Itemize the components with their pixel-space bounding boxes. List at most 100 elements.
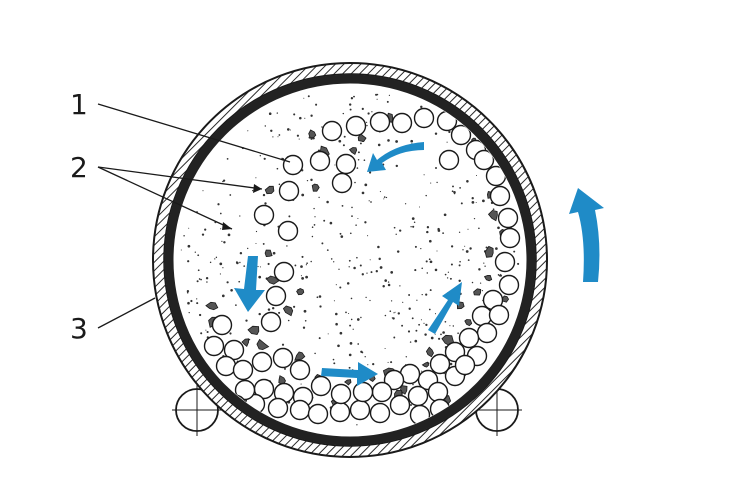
grinding-ball xyxy=(309,150,331,172)
powder-dot xyxy=(226,158,229,160)
powder-dot xyxy=(310,260,312,263)
powder-dot xyxy=(383,196,386,198)
grinding-ball xyxy=(253,204,275,226)
powder-dot xyxy=(348,312,350,315)
powder-dot xyxy=(221,294,225,298)
powder-dot xyxy=(349,232,352,235)
grinding-ball xyxy=(289,399,311,421)
powder-dot xyxy=(436,181,438,184)
powder-dot xyxy=(252,190,254,192)
powder-dot xyxy=(351,206,353,209)
powder-dot xyxy=(258,275,262,279)
powder-dot xyxy=(361,351,364,354)
powder-dot xyxy=(200,278,202,281)
powder-dot xyxy=(239,261,241,264)
powder-dot xyxy=(462,249,464,251)
powder-dot xyxy=(259,155,261,157)
powder-dot xyxy=(339,286,342,289)
ore-grain xyxy=(484,245,494,258)
grinding-ball xyxy=(498,274,520,296)
powder-dot xyxy=(348,353,352,357)
powder-dot xyxy=(446,141,448,143)
powder-dot xyxy=(300,383,302,385)
powder-dot xyxy=(255,177,257,179)
powder-dot xyxy=(359,264,362,267)
powder-dot xyxy=(200,332,203,335)
powder-dot xyxy=(411,317,414,320)
grinding-ball xyxy=(429,353,451,375)
powder-dot xyxy=(343,135,346,138)
rotation-direction-arrow-icon xyxy=(569,188,604,282)
powder-dot xyxy=(247,130,249,132)
powder-dot xyxy=(366,124,368,127)
powder-dot xyxy=(444,273,447,276)
up-arrow-icon xyxy=(428,282,462,334)
powder-dot xyxy=(350,297,353,300)
grinding-ball xyxy=(329,401,351,423)
powder-dot xyxy=(423,322,425,324)
powder-dot xyxy=(350,318,353,321)
grinding-ball xyxy=(407,385,429,407)
grinding-ball xyxy=(497,207,519,229)
grinding-ball xyxy=(278,180,300,202)
powder-dot xyxy=(469,247,472,250)
powder-dot xyxy=(299,116,302,120)
powder-dot xyxy=(205,329,207,331)
powder-dot xyxy=(410,226,412,228)
powder-dot xyxy=(303,97,305,99)
powder-dot xyxy=(247,247,249,250)
grinding-ball xyxy=(473,149,495,171)
powder-dot xyxy=(300,275,302,277)
powder-dot xyxy=(296,134,300,137)
powder-dot xyxy=(411,217,415,220)
powder-dot xyxy=(190,299,193,303)
powder-dot xyxy=(372,362,375,366)
powder-dot xyxy=(348,259,351,262)
powder-dot xyxy=(379,191,381,193)
powder-dot xyxy=(350,97,354,100)
powder-dot xyxy=(348,266,350,268)
powder-dot xyxy=(201,233,205,236)
ore-grain xyxy=(296,288,305,296)
powder-dot xyxy=(329,221,333,225)
powder-dot xyxy=(459,187,461,189)
powder-dot xyxy=(457,332,459,335)
powder-dot xyxy=(333,261,335,263)
powder-dot xyxy=(389,310,392,313)
grinding-ball xyxy=(330,383,352,405)
powder-dot xyxy=(198,278,201,280)
powder-dot xyxy=(229,332,232,335)
powder-dot xyxy=(410,404,412,406)
powder-dot xyxy=(484,265,486,267)
powder-dot xyxy=(395,164,399,168)
powder-dot xyxy=(386,100,389,103)
ore-grain xyxy=(311,183,320,192)
grinding-ball xyxy=(331,172,353,194)
powder-dot xyxy=(370,201,372,203)
powder-dot xyxy=(384,347,386,350)
powder-dot xyxy=(428,308,431,311)
powder-dot xyxy=(349,103,352,106)
powder-dot xyxy=(215,256,218,259)
powder-dot xyxy=(330,258,333,260)
grinding-ball xyxy=(277,220,299,242)
powder-dot xyxy=(310,137,313,140)
powder-dot xyxy=(305,264,308,266)
ore-grain xyxy=(241,338,250,348)
powder-dot xyxy=(219,273,221,275)
powder-dot xyxy=(412,383,414,386)
powder-dot xyxy=(245,319,248,322)
powder-dot xyxy=(429,260,433,264)
powder-dot xyxy=(313,207,315,210)
powder-dot xyxy=(349,342,353,345)
powder-dot xyxy=(281,343,285,346)
grinding-ball xyxy=(471,305,493,327)
powder-dot xyxy=(332,358,335,361)
powder-dot xyxy=(399,285,401,287)
grinding-ball xyxy=(450,124,472,146)
powder-dot xyxy=(321,242,324,245)
grinding-ball xyxy=(488,304,510,326)
powder-dot xyxy=(298,138,300,140)
powder-dot xyxy=(286,245,288,247)
powder-dot xyxy=(351,215,353,217)
